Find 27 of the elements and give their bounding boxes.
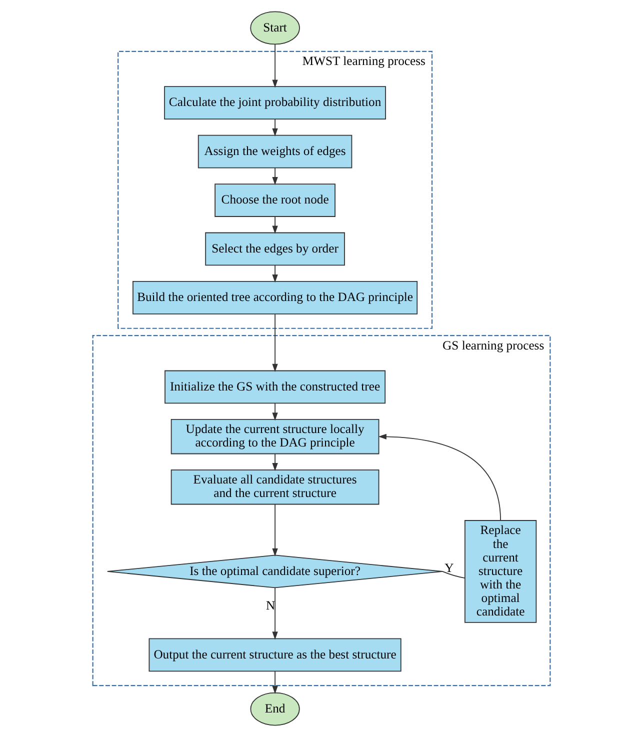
node-box: Build the oriented tree according to the DAG principle: [132, 281, 418, 314]
node-box: Select the edges by order: [205, 232, 345, 266]
arrow: [272, 454, 278, 472]
node-box: Update the current structure locally according to the DAG principle: [170, 419, 380, 454]
arrow: [272, 504, 278, 556]
arrow: [378, 434, 501, 521]
node-box: Replace the current structure with the optimal candidate: [464, 520, 537, 623]
connector: [442, 571, 466, 579]
arrow: [272, 670, 278, 694]
arrow: [272, 314, 278, 372]
node-box: Calculate the joint probability distribution: [164, 86, 386, 120]
node-diamond: Is the optimal candidate superior?: [106, 554, 444, 588]
arrow: [272, 216, 278, 234]
arrow: [272, 167, 278, 186]
arrow: [272, 118, 278, 136]
node-box: Initialize the GS with the constructed tree: [164, 370, 386, 404]
node-ellipse: Start: [250, 11, 300, 45]
node-box: Choose the root node: [214, 184, 336, 217]
arrow: [272, 44, 278, 88]
edge-label: Y: [444, 561, 454, 576]
arrow: [272, 264, 278, 283]
arrow: [272, 587, 278, 640]
node-box: Assign the weights of edges: [198, 134, 352, 168]
node-ellipse: End: [250, 692, 300, 726]
arrow: [272, 402, 278, 421]
node-box: Output the current structure as the best structure: [148, 638, 402, 672]
node-box: Evaluate all candidate structures and the current structure: [170, 470, 380, 505]
